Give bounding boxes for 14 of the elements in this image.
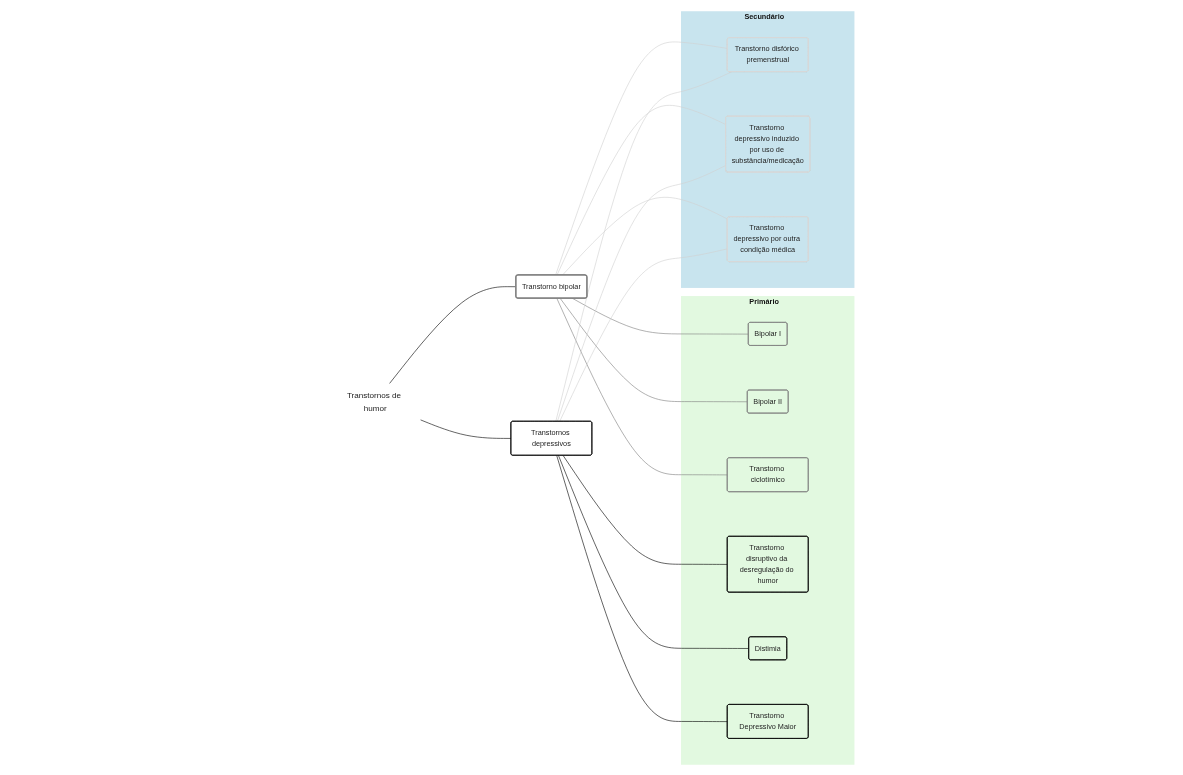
- connector: [558, 454, 750, 649]
- connector: [555, 71, 732, 422]
- connector: [559, 297, 748, 402]
- connector: [555, 41, 728, 275]
- connector: [572, 297, 749, 334]
- connector: [556, 104, 727, 275]
- connector: [559, 248, 728, 422]
- node-text: Transtornos de humor: [346, 390, 402, 412]
- connector: [420, 419, 512, 439]
- connector: [557, 164, 727, 422]
- connector: [556, 454, 728, 722]
- connector: [556, 297, 728, 475]
- connector: [562, 454, 728, 565]
- connector: [562, 196, 728, 275]
